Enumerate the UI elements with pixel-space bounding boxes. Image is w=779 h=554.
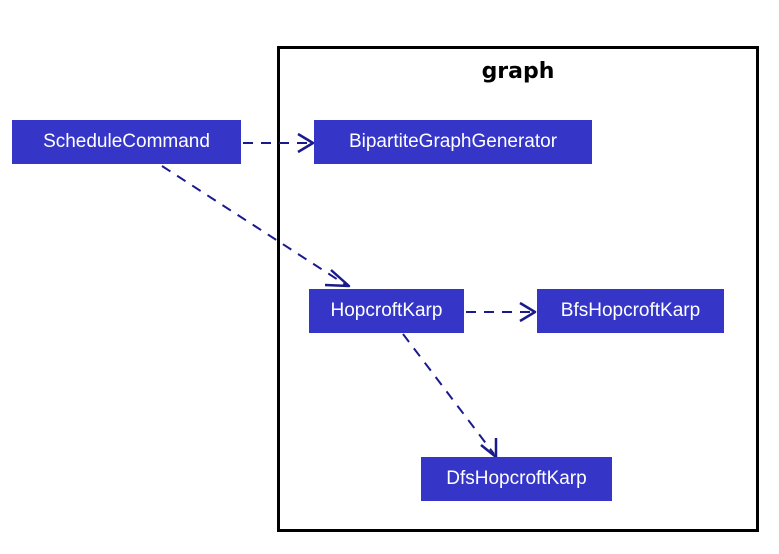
class-bfs-hopcroft-karp[interactable]: BfsHopcroftKarp bbox=[537, 289, 724, 333]
edge-hopcroft-to-dfs bbox=[402, 333, 495, 455]
class-label: ScheduleCommand bbox=[43, 131, 210, 152]
class-label: BipartiteGraphGenerator bbox=[348, 131, 558, 152]
arrowhead-hopcroft bbox=[324, 269, 351, 288]
class-schedule-command[interactable]: ScheduleCommand bbox=[12, 120, 241, 164]
package-title: graph bbox=[481, 59, 555, 84]
class-label: HopcroftKarp bbox=[330, 300, 443, 321]
class-bipartite-graph-generator[interactable]: BipartiteGraphGenerator bbox=[314, 120, 592, 164]
edge-schedule-to-hopcroft bbox=[161, 165, 347, 286]
class-hopcroft-karp[interactable]: HopcroftKarp bbox=[309, 289, 464, 333]
class-label: DfsHopcroftKarp bbox=[446, 468, 587, 489]
arrowhead-bipartite bbox=[297, 132, 315, 154]
class-dfs-hopcroft-karp[interactable]: DfsHopcroftKarp bbox=[421, 457, 612, 501]
class-label: BfsHopcroftKarp bbox=[560, 300, 701, 321]
arrowhead-bfs bbox=[519, 301, 537, 323]
